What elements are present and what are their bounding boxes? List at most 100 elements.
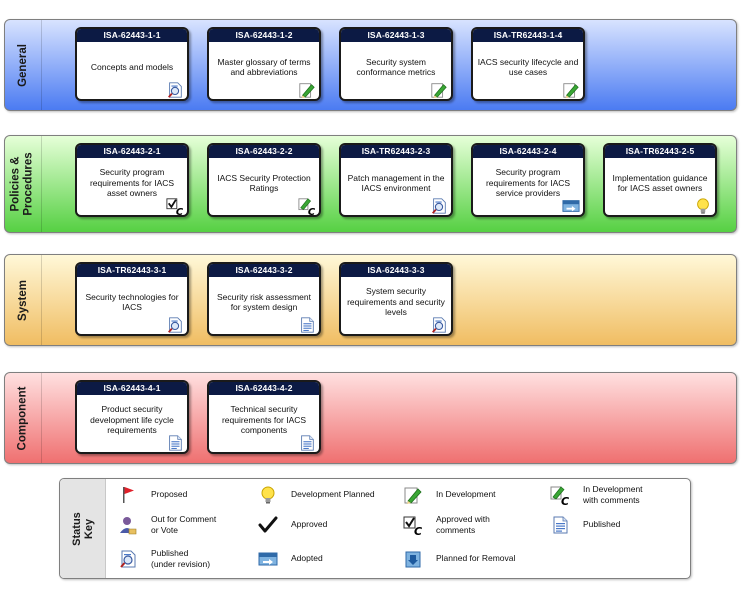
standard-title: System security requirements and securit… <box>347 286 445 318</box>
svg-text:C: C <box>308 207 316 215</box>
in-development-with-comments-icon: C <box>298 197 316 215</box>
standard-code: ISA-62443-4-1 <box>77 382 187 395</box>
approved-icon <box>258 515 278 535</box>
development-planned-icon <box>694 197 712 214</box>
in-development-icon <box>403 485 423 505</box>
published-under-revision-icon <box>166 316 184 333</box>
status-key-label: In Development <box>436 489 496 499</box>
band-label-container: System <box>5 255 41 345</box>
status-key-title: Status Key <box>70 511 95 546</box>
published-under-revision-icon <box>166 81 184 98</box>
standard-code: ISA-TR62443-2-3 <box>341 145 451 158</box>
standard-code: ISA-62443-4-2 <box>209 382 319 395</box>
status-key-label: Planned for Removal <box>436 553 516 563</box>
standard-title: Security risk assessment for system desi… <box>217 291 311 313</box>
planned-for-removal-icon <box>403 549 423 569</box>
published-icon <box>550 515 570 535</box>
standard-code: ISA-62443-3-3 <box>341 264 451 277</box>
standard-title: Security program requirements for IACS a… <box>89 167 175 199</box>
band-label-container: Policies & Procedures <box>5 136 41 232</box>
band-label: Component <box>16 386 29 450</box>
status-key-label: Proposed <box>151 489 188 499</box>
standard-title: Security technologies for IACS <box>85 291 179 313</box>
proposed-icon <box>118 485 138 505</box>
in-development-icon <box>430 81 448 99</box>
band-label: General <box>16 43 29 87</box>
standard-title: Implementation guidance for IACS asset o… <box>612 172 708 194</box>
band-label-container: General <box>5 20 41 110</box>
standard-title: Technical security requirements for IACS… <box>221 404 307 436</box>
status-key-label: Adopted <box>291 553 323 563</box>
status-key-label: Out for Comment or Vote <box>151 514 217 535</box>
band-divider <box>41 255 42 345</box>
status-key-label: Approved <box>291 519 328 529</box>
status-key-label: In Development with comments <box>583 484 643 505</box>
standard-code: ISA-62443-3-2 <box>209 264 319 277</box>
standard-code: ISA-TR62443-3-1 <box>77 264 187 277</box>
standard-code: ISA-62443-1-3 <box>341 29 451 42</box>
svg-text:C: C <box>561 495 569 505</box>
standard-title: Product security development life cycle … <box>90 404 174 436</box>
standard-code: ISA-62443-2-1 <box>77 145 187 158</box>
published-under-revision-icon <box>118 549 138 569</box>
standard-title: IACS security lifecycle and use cases <box>477 56 579 78</box>
status-key-header: Status Key <box>60 479 106 578</box>
adopted-icon <box>258 549 278 569</box>
status-key: Status Key Proposed Development Planned In… <box>59 478 691 579</box>
published-under-revision-icon <box>430 316 448 333</box>
out-for-comment-or-vote-icon <box>118 515 138 535</box>
standard-code: ISA-TR62443-1-4 <box>473 29 583 42</box>
in-development-with-comments-icon: C <box>550 485 570 508</box>
published-icon <box>298 434 316 451</box>
status-key-label: Development Planned <box>291 489 375 499</box>
standard-title: Master glossary of terms and abbreviatio… <box>217 56 311 78</box>
development-planned-icon <box>258 485 278 505</box>
approved-with-comments-icon: C <box>403 515 423 538</box>
approved-with-comments-icon: C <box>166 197 184 215</box>
band-label: Policies & Procedures <box>10 152 35 216</box>
status-key-label: Published <box>583 519 621 529</box>
in-development-icon <box>298 81 316 99</box>
standard-code: ISA-TR62443-2-5 <box>605 145 715 158</box>
standard-title: Patch management in the IACS environment <box>347 172 445 194</box>
standard-title: Concepts and models <box>90 61 174 72</box>
status-key-label: Approved with comments <box>436 514 490 535</box>
standard-title: Security system conformance metrics <box>356 56 436 78</box>
standard-code: ISA-62443-2-2 <box>209 145 319 158</box>
standard-title: Security program requirements for IACS s… <box>485 167 571 199</box>
adopted-icon <box>562 197 580 213</box>
standard-code: ISA-62443-2-4 <box>473 145 583 158</box>
standard-title: IACS Security Protection Ratings <box>217 172 311 194</box>
status-key-label: Published (under revision) <box>151 548 211 569</box>
band-divider <box>41 136 42 232</box>
svg-text:C: C <box>176 207 184 215</box>
band-label: System <box>16 279 29 321</box>
standard-code: ISA-62443-1-2 <box>209 29 319 42</box>
svg-text:C: C <box>414 525 422 535</box>
in-development-icon <box>562 81 580 99</box>
published-under-revision-icon <box>430 197 448 214</box>
band-divider <box>41 373 42 463</box>
published-icon <box>298 316 316 333</box>
standard-code: ISA-62443-1-1 <box>77 29 187 42</box>
band-label-container: Component <box>5 373 41 463</box>
band-divider <box>41 20 42 110</box>
